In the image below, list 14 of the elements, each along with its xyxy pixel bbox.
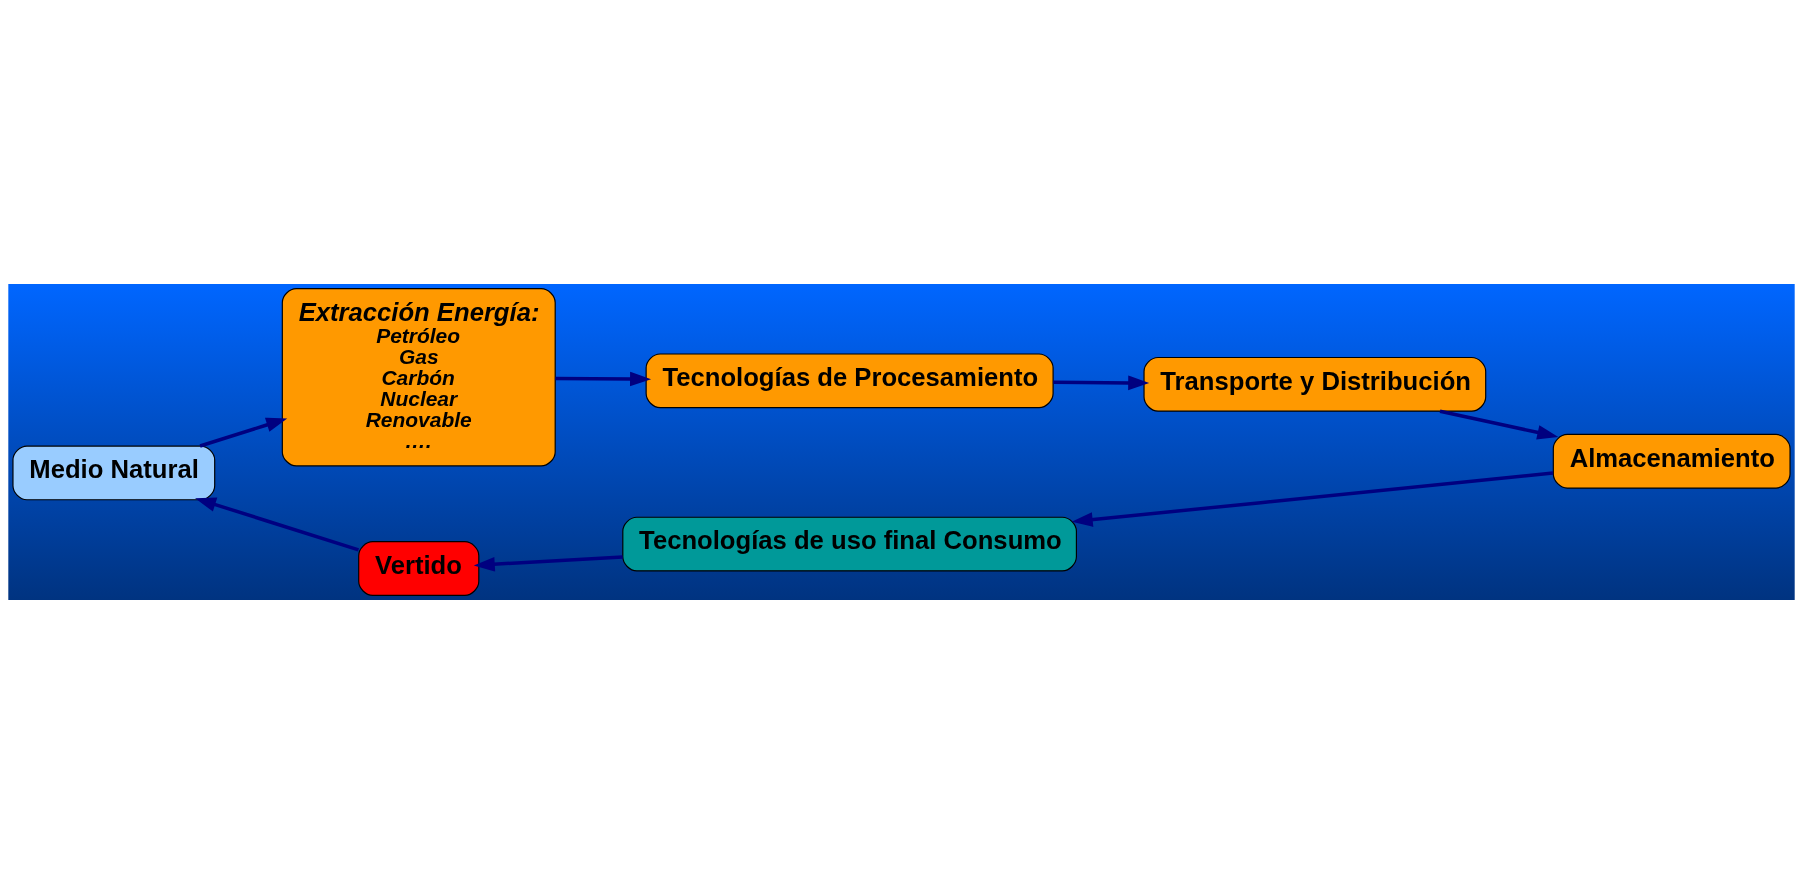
arrow: [195, 497, 360, 552]
arrow: [1439, 409, 1559, 440]
arrow: [199, 417, 288, 448]
node-box: Medio Natural: [12, 445, 216, 501]
arrow: [473, 555, 623, 572]
node-box: Extracción Energía: Petróleo Gas Carbón Nuclear Renovable ….: [281, 288, 556, 467]
node-box: Almacenamiento: [1552, 433, 1791, 489]
node-box: Tecnologías de Procesamiento: [645, 353, 1054, 409]
arrow: [555, 371, 652, 387]
node-box: Vertido: [358, 541, 480, 596]
arrow: [1053, 375, 1150, 391]
node-box: Transporte y Distribución: [1143, 356, 1487, 412]
node-box: Tecnologías de uso final Consumo: [622, 516, 1077, 572]
arrow: [1071, 471, 1554, 527]
